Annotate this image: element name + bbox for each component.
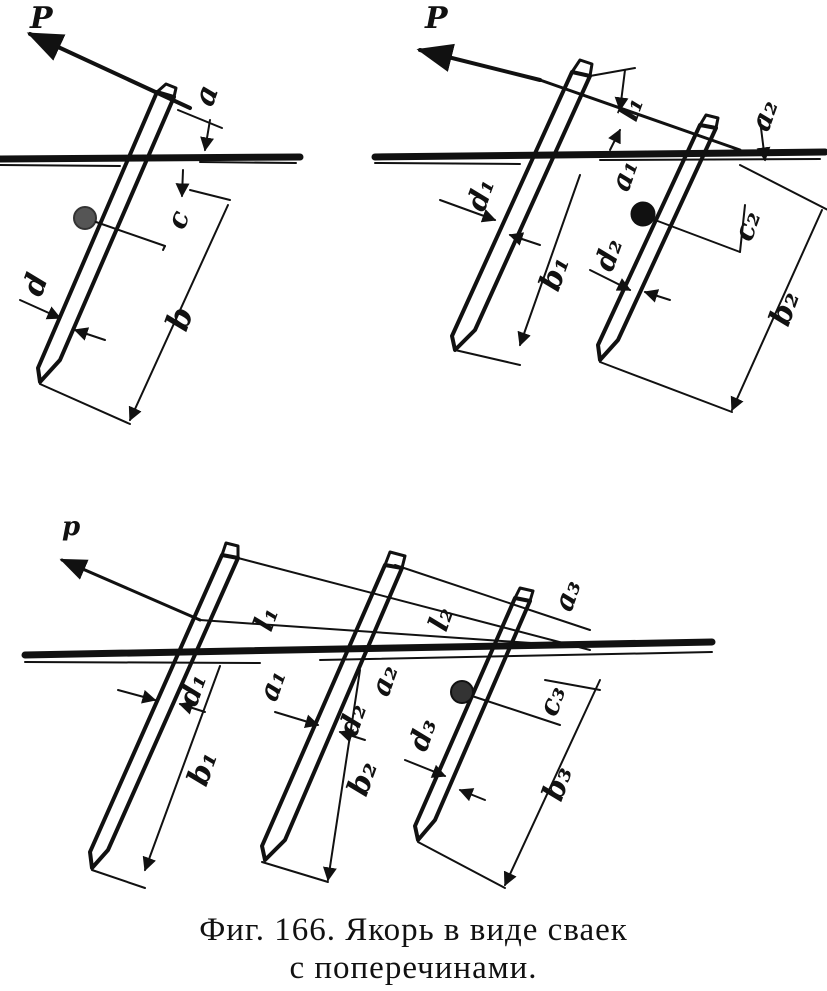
- label-p: P: [29, 1, 54, 36]
- force-arrow-p: [416, 43, 542, 82]
- label-b2: b₂: [763, 287, 808, 331]
- crossbar-ball: [450, 680, 474, 704]
- label-d2: d₂: [332, 699, 374, 740]
- label-b2: b₂: [341, 757, 386, 801]
- stake-2: [260, 563, 404, 862]
- label-l2: l₂: [422, 602, 461, 635]
- ground-line: [371, 148, 827, 161]
- label-l1: l₁: [612, 92, 651, 125]
- stake-3: [413, 596, 532, 842]
- label-p: P: [424, 1, 449, 36]
- label-d2: d₂: [588, 234, 630, 275]
- diagram-single-stake: [0, 32, 304, 425]
- stake-1: [450, 70, 592, 352]
- figure-caption-line-2: с поперечинами.: [289, 950, 538, 986]
- diagram-two-stakes: [371, 43, 827, 413]
- stake-1: [88, 553, 240, 870]
- label-a2: a₂: [364, 660, 405, 700]
- stake: [36, 90, 176, 384]
- label-c: c: [160, 206, 197, 233]
- label-a: a: [187, 80, 227, 110]
- label-p: p: [62, 512, 80, 542]
- label-d: d: [16, 269, 56, 301]
- label-a2: a₂: [744, 95, 785, 135]
- label-d3: d₃: [402, 714, 444, 755]
- crossbar-ball: [73, 206, 97, 230]
- diagram-three-stakes: [21, 541, 716, 889]
- force-arrow-p: [26, 32, 192, 110]
- stake-2: [596, 123, 718, 362]
- label-a1: a₁: [604, 155, 645, 195]
- force-arrow-p: [59, 558, 202, 622]
- label-c3: c₃: [532, 681, 573, 720]
- label-b: b: [158, 302, 201, 336]
- figure-caption-line-1: Фиг. 166. Якорь в виде сваек: [199, 912, 628, 948]
- crossbar-ball: [630, 201, 656, 227]
- label-d1: d₁: [172, 669, 214, 710]
- label-b3: b₃: [536, 762, 581, 806]
- label-l1: l₁: [247, 602, 286, 635]
- label-c2: c₂: [727, 206, 768, 245]
- ground-line: [0, 153, 304, 163]
- label-a1: a₁: [252, 665, 293, 705]
- label-a3: a₃: [547, 575, 588, 615]
